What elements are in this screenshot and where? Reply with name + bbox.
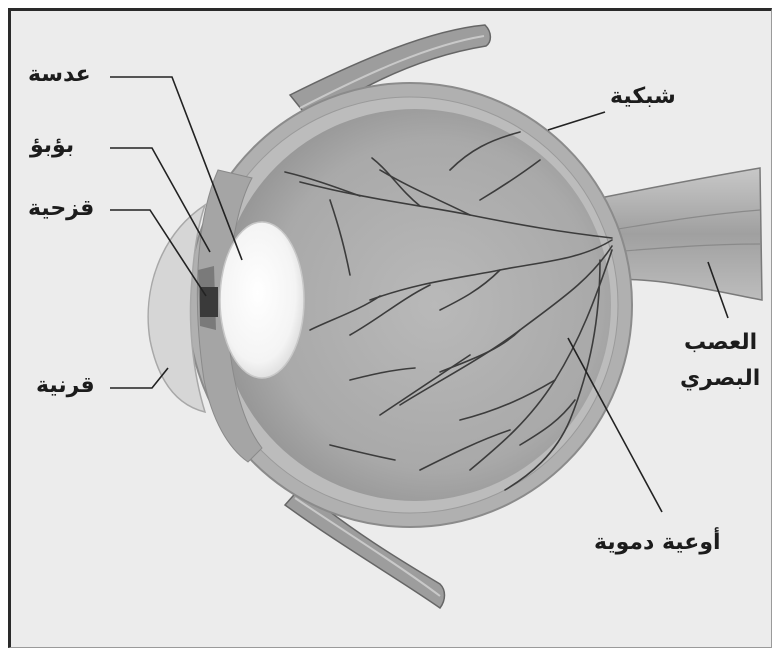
retina-label: شبكية <box>610 84 676 110</box>
pupil-label: بؤبؤ <box>30 133 74 159</box>
retina-leader <box>548 112 605 130</box>
optic-nerve-label-line1: العصب <box>684 330 757 356</box>
optic-nerve-label-line2: البصري <box>680 366 760 392</box>
blood-vessels-label: أوعية دموية <box>594 530 721 556</box>
lens-label: عدسة <box>28 62 91 88</box>
lens <box>220 222 304 378</box>
iris-label: قزحية <box>28 196 94 222</box>
cornea-label: قرنية <box>36 373 95 399</box>
